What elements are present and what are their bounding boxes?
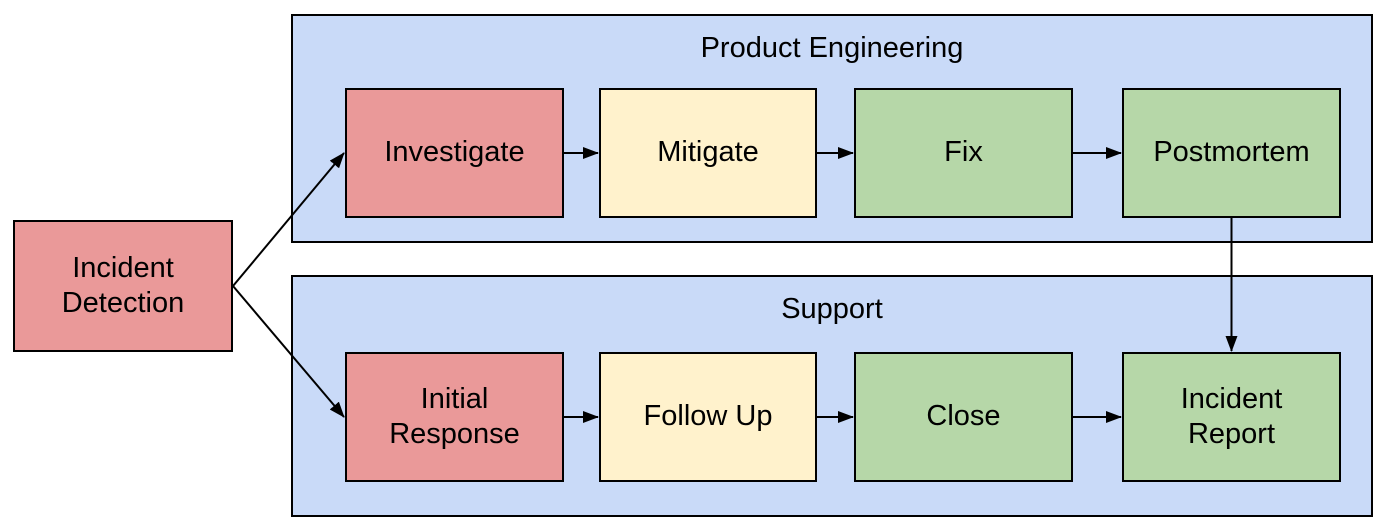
lane-title-support: Support <box>781 293 883 325</box>
node-close: Close <box>854 352 1073 482</box>
node-incident-report: Incident Report <box>1122 352 1341 482</box>
node-label: Incident Report <box>1180 382 1283 450</box>
node-label: Close <box>926 400 1001 433</box>
node-mitigate: Mitigate <box>599 88 817 218</box>
node-label: Incident Detection <box>61 251 185 319</box>
node-label: Mitigate <box>657 136 759 169</box>
node-fix: Fix <box>854 88 1073 218</box>
node-label: Investigate <box>384 136 525 169</box>
node-label: Fix <box>944 136 983 169</box>
node-follow-up: Follow Up <box>599 352 817 482</box>
node-label: Initial Response <box>389 382 520 450</box>
node-investigate: Investigate <box>345 88 564 218</box>
node-postmortem: Postmortem <box>1122 88 1341 218</box>
lane-title-product-engineering: Product Engineering <box>700 32 964 64</box>
node-initial-response: Initial Response <box>345 352 564 482</box>
node-label: Follow Up <box>643 400 773 433</box>
node-incident-detection: Incident Detection <box>13 220 233 352</box>
node-label: Postmortem <box>1153 136 1310 169</box>
